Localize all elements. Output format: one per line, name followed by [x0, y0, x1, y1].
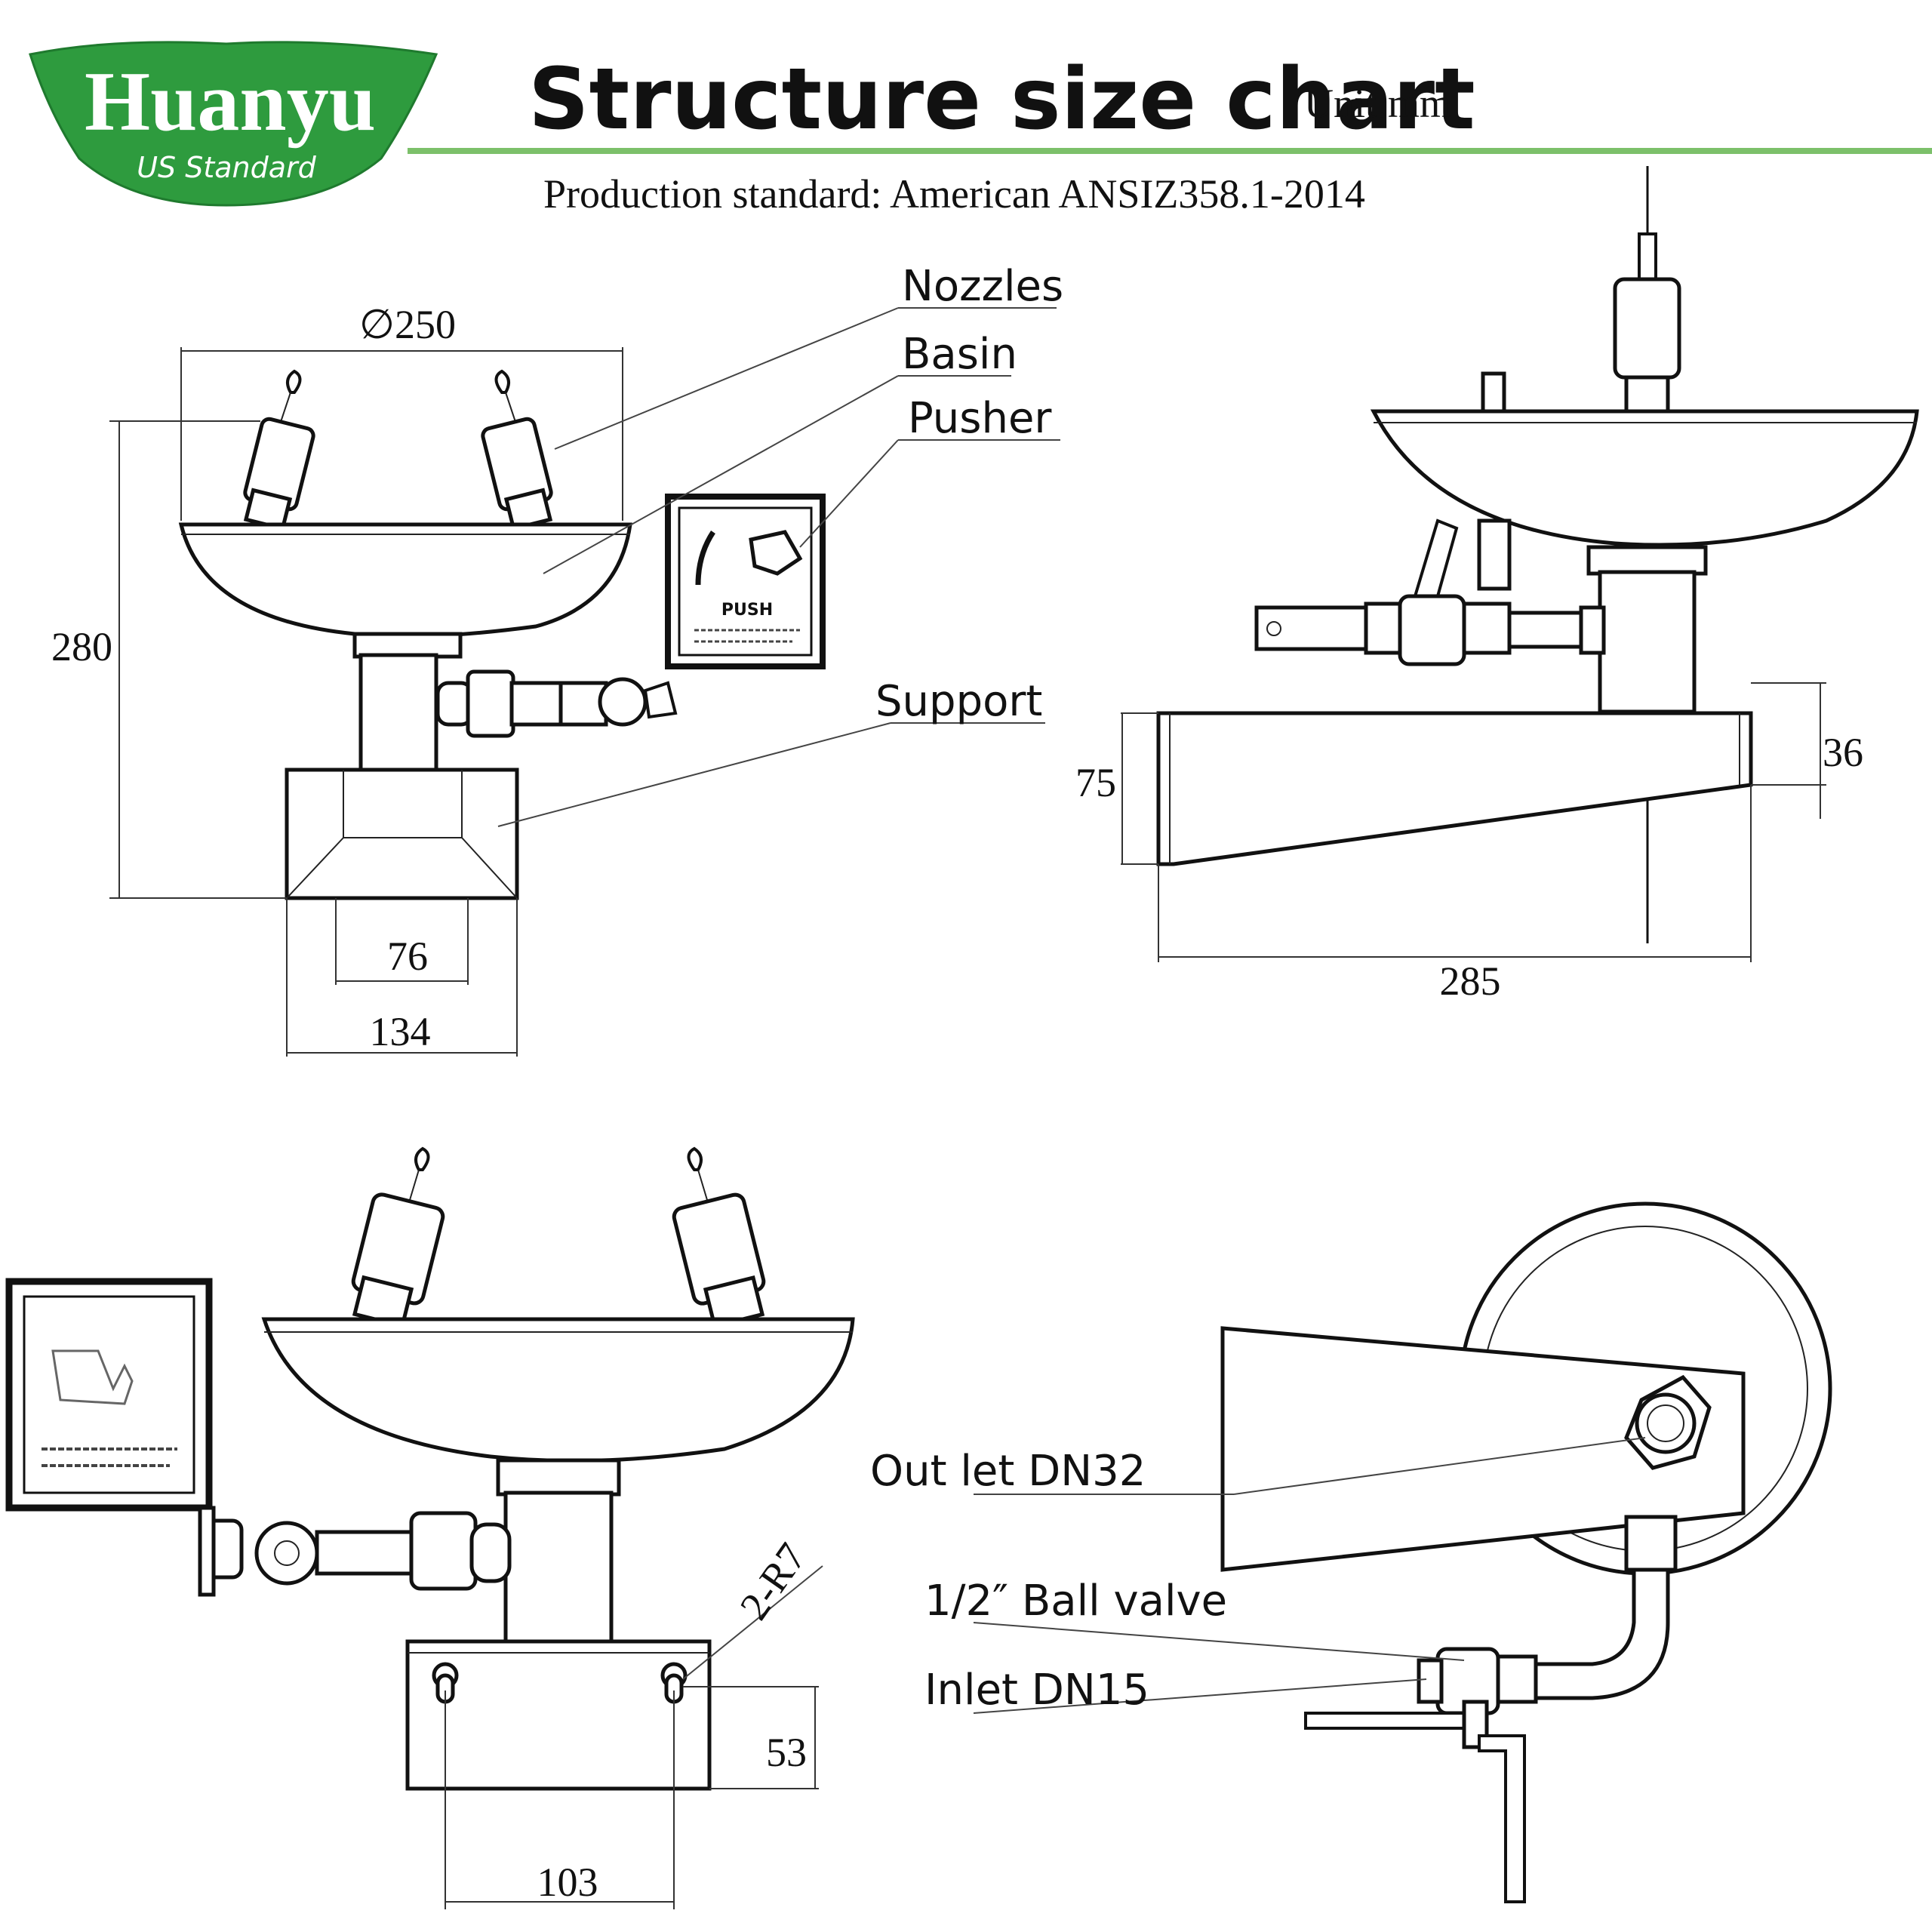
dim-support-front-height: 36: [1751, 682, 1863, 819]
back-view: 103 53 2-R7: [5, 1146, 855, 1909]
left-nozzle: [243, 369, 315, 531]
dim-hole-spacing: 103: [445, 1690, 675, 1909]
callout-support: Support: [497, 677, 1045, 827]
logo-badge: [29, 41, 438, 207]
brand-name: Huanyu: [85, 55, 376, 149]
dim-support-outer-value: 134: [370, 1009, 431, 1054]
dim-basin-diameter-value: ∅250: [359, 302, 456, 347]
callout-basin: Basin: [543, 330, 1017, 574]
dim-hole-spacing-value: 103: [537, 1860, 598, 1905]
dim-basin-diameter: ∅250: [180, 302, 623, 521]
callout-outlet-label: Out let DN32: [870, 1447, 1146, 1496]
keyhole-right: [660, 1662, 688, 1704]
dim-hole-vertical: 53: [683, 1686, 819, 1789]
production-standard: Production standard: American ANSIZ358.1…: [543, 171, 1365, 217]
callout-basin-label: Basin: [902, 330, 1017, 379]
back-sign: [5, 1278, 216, 1597]
dim-support-back-height-value: 75: [1075, 760, 1116, 805]
callout-pusher-label: Pusher: [908, 394, 1052, 443]
callout-inlet-label: Inlet DN15: [924, 1666, 1149, 1715]
callout-outlet: Out let DN32: [870, 1437, 1646, 1496]
callout-pusher: Pusher: [799, 394, 1060, 548]
callout-holes-label: 2-R7: [731, 1535, 815, 1628]
brand-tagline: US Standard: [137, 151, 316, 184]
dim-hole-vertical-value: 53: [766, 1730, 807, 1775]
basin-neck: [352, 632, 463, 659]
callout-support-label: Support: [875, 677, 1042, 726]
dim-support-width: 76 134: [286, 898, 518, 1057]
side-valve: [435, 669, 678, 738]
brand-logo: Huanyu US Standard: [29, 41, 438, 207]
top-support: [1220, 1326, 1746, 1572]
push-sign: PUSH: [665, 494, 826, 669]
dim-support-back-height: 75: [1075, 712, 1158, 865]
dim-support-inner-value: 76: [387, 934, 428, 979]
right-nozzle: [481, 369, 553, 531]
side-view: 285 75 36: [1075, 166, 1919, 1004]
back-basin-bowl: [261, 1317, 855, 1463]
dim-support-depth: 285: [1158, 785, 1752, 1004]
dim-total-height: 280: [51, 420, 287, 899]
unit-label: Unit:mm: [1304, 81, 1451, 126]
page-title: Structure size chart: [528, 51, 1475, 149]
callout-ball-valve: 1/2″ Ball valve: [924, 1577, 1465, 1661]
callout-inlet: Inlet DN15: [924, 1666, 1427, 1715]
side-basin-bowl: [1370, 409, 1919, 547]
callout-nozzles-label: Nozzles: [902, 262, 1063, 311]
support-block: [285, 768, 519, 900]
front-view: PUSH ∅250 280: [51, 262, 1063, 1057]
side-support: [1156, 711, 1753, 866]
push-label: PUSH: [721, 601, 773, 620]
dim-support-front-height-value: 36: [1823, 730, 1863, 775]
dim-support-depth-value: 285: [1440, 958, 1501, 1004]
callout-nozzles: Nozzles: [554, 262, 1063, 450]
callout-ball-valve-label: 1/2″ Ball valve: [924, 1577, 1227, 1626]
dim-total-height-value: 280: [51, 624, 112, 669]
basin-bowl: [178, 522, 632, 638]
top-view: Out let DN32 1/2″ Ball valve Inlet DN15: [870, 1201, 1832, 1903]
back-support: [405, 1639, 712, 1791]
column: [358, 653, 438, 778]
